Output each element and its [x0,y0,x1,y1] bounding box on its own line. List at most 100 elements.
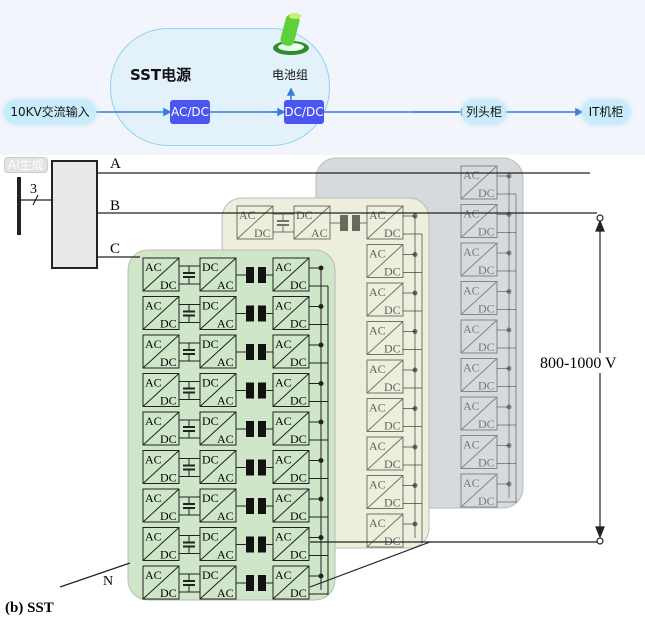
capacitor-icon [179,342,200,362]
svg-text:DC: DC [160,432,177,446]
svg-text:AC: AC [369,285,386,299]
input-node: 10KV交流输入 [4,100,96,124]
transformer-icon [236,498,273,514]
sst-title: SST电源 [130,66,192,84]
battery-label: 电池组 [272,68,309,82]
svg-text:AC: AC [463,322,480,336]
converter-module: AC DC [460,165,498,200]
transformer-icon [236,459,273,476]
svg-text:DC: DC [202,260,219,274]
svg-text:DC: DC [290,355,307,369]
neutral-label: N [103,574,113,589]
svg-text:DC: DC [384,457,401,471]
svg-text:DC: DC [160,394,177,408]
phase-c-label: C [110,241,120,257]
svg-text:DC: DC [384,419,401,433]
transformer-icon [236,382,273,399]
caption: (b) SST [5,600,54,616]
svg-text:AC: AC [369,478,386,492]
svg-text:DC: DC [202,568,219,582]
svg-text:AC: AC [217,432,234,446]
capacitor-icon [179,573,200,593]
svg-text:AC: AC [217,548,234,562]
converter-module: AC DC [272,450,310,485]
svg-text:AC: AC [217,509,234,523]
svg-text:AC: AC [463,438,480,452]
capacitor-icon [273,213,294,233]
svg-text:DC: DC [290,509,307,523]
svg-text:DC: DC [290,471,307,485]
svg-text:DC: DC [160,586,177,600]
svg-text:DC: DC [202,414,219,428]
svg-text:DC: DC [290,586,307,600]
svg-text:AC: AC [275,453,292,467]
converter-module: AC DC [272,257,310,292]
svg-text:AC: AC [217,355,234,369]
svg-text:AC: AC [145,260,162,274]
svg-text:DC: DC [290,394,307,408]
converter-module: AC DC [142,565,180,600]
svg-text:DC: DC [160,509,177,523]
phase-count-label: 3 [30,182,37,197]
capacitor-icon [179,496,200,516]
svg-text:AC: AC [145,376,162,390]
transformer-icon [236,305,273,322]
svg-text:AC: AC [369,401,386,415]
converter-module: AC DC [366,359,404,394]
capacitor-icon [179,265,200,285]
svg-text:AC: AC [217,394,234,408]
svg-text:DC: DC [478,263,495,277]
svg-text:DC: DC [202,299,219,313]
it-cabinet-node: IT机柜 [582,100,630,124]
svg-text:DC: DC [160,548,177,562]
converter-module: AC DC [272,373,310,408]
svg-text:AC: AC [275,299,292,313]
converter-module: DC AC [199,257,237,292]
svg-text:AC: AC [275,260,292,274]
svg-text:DC: DC [384,380,401,394]
svg-text:AC: AC [463,399,480,413]
svg-text:AC: AC [369,362,386,376]
svg-text:DC: DC [290,278,307,292]
transformer-icon [236,536,273,553]
capacitor-icon [179,381,200,400]
svg-text:AC: AC [145,414,162,428]
svg-text:AC: AC [369,324,386,338]
svg-text:AC: AC [145,453,162,467]
svg-text:AC: AC [275,376,292,390]
svg-text:DC: DC [384,303,401,317]
capacitor-icon [179,458,200,477]
svg-text:DC: DC [290,432,307,446]
svg-text:AC: AC [369,208,386,222]
svg-text:AC: AC [217,278,234,292]
capacitor-icon [179,535,200,554]
svg-text:DC: DC [160,317,177,331]
svg-text:AC: AC [463,168,480,182]
svg-text:AC: AC [145,568,162,582]
svg-text:DC: DC [478,186,495,200]
phase-b-label: B [110,198,120,214]
svg-text:DC: DC [160,471,177,485]
svg-text:AC: AC [463,476,480,490]
